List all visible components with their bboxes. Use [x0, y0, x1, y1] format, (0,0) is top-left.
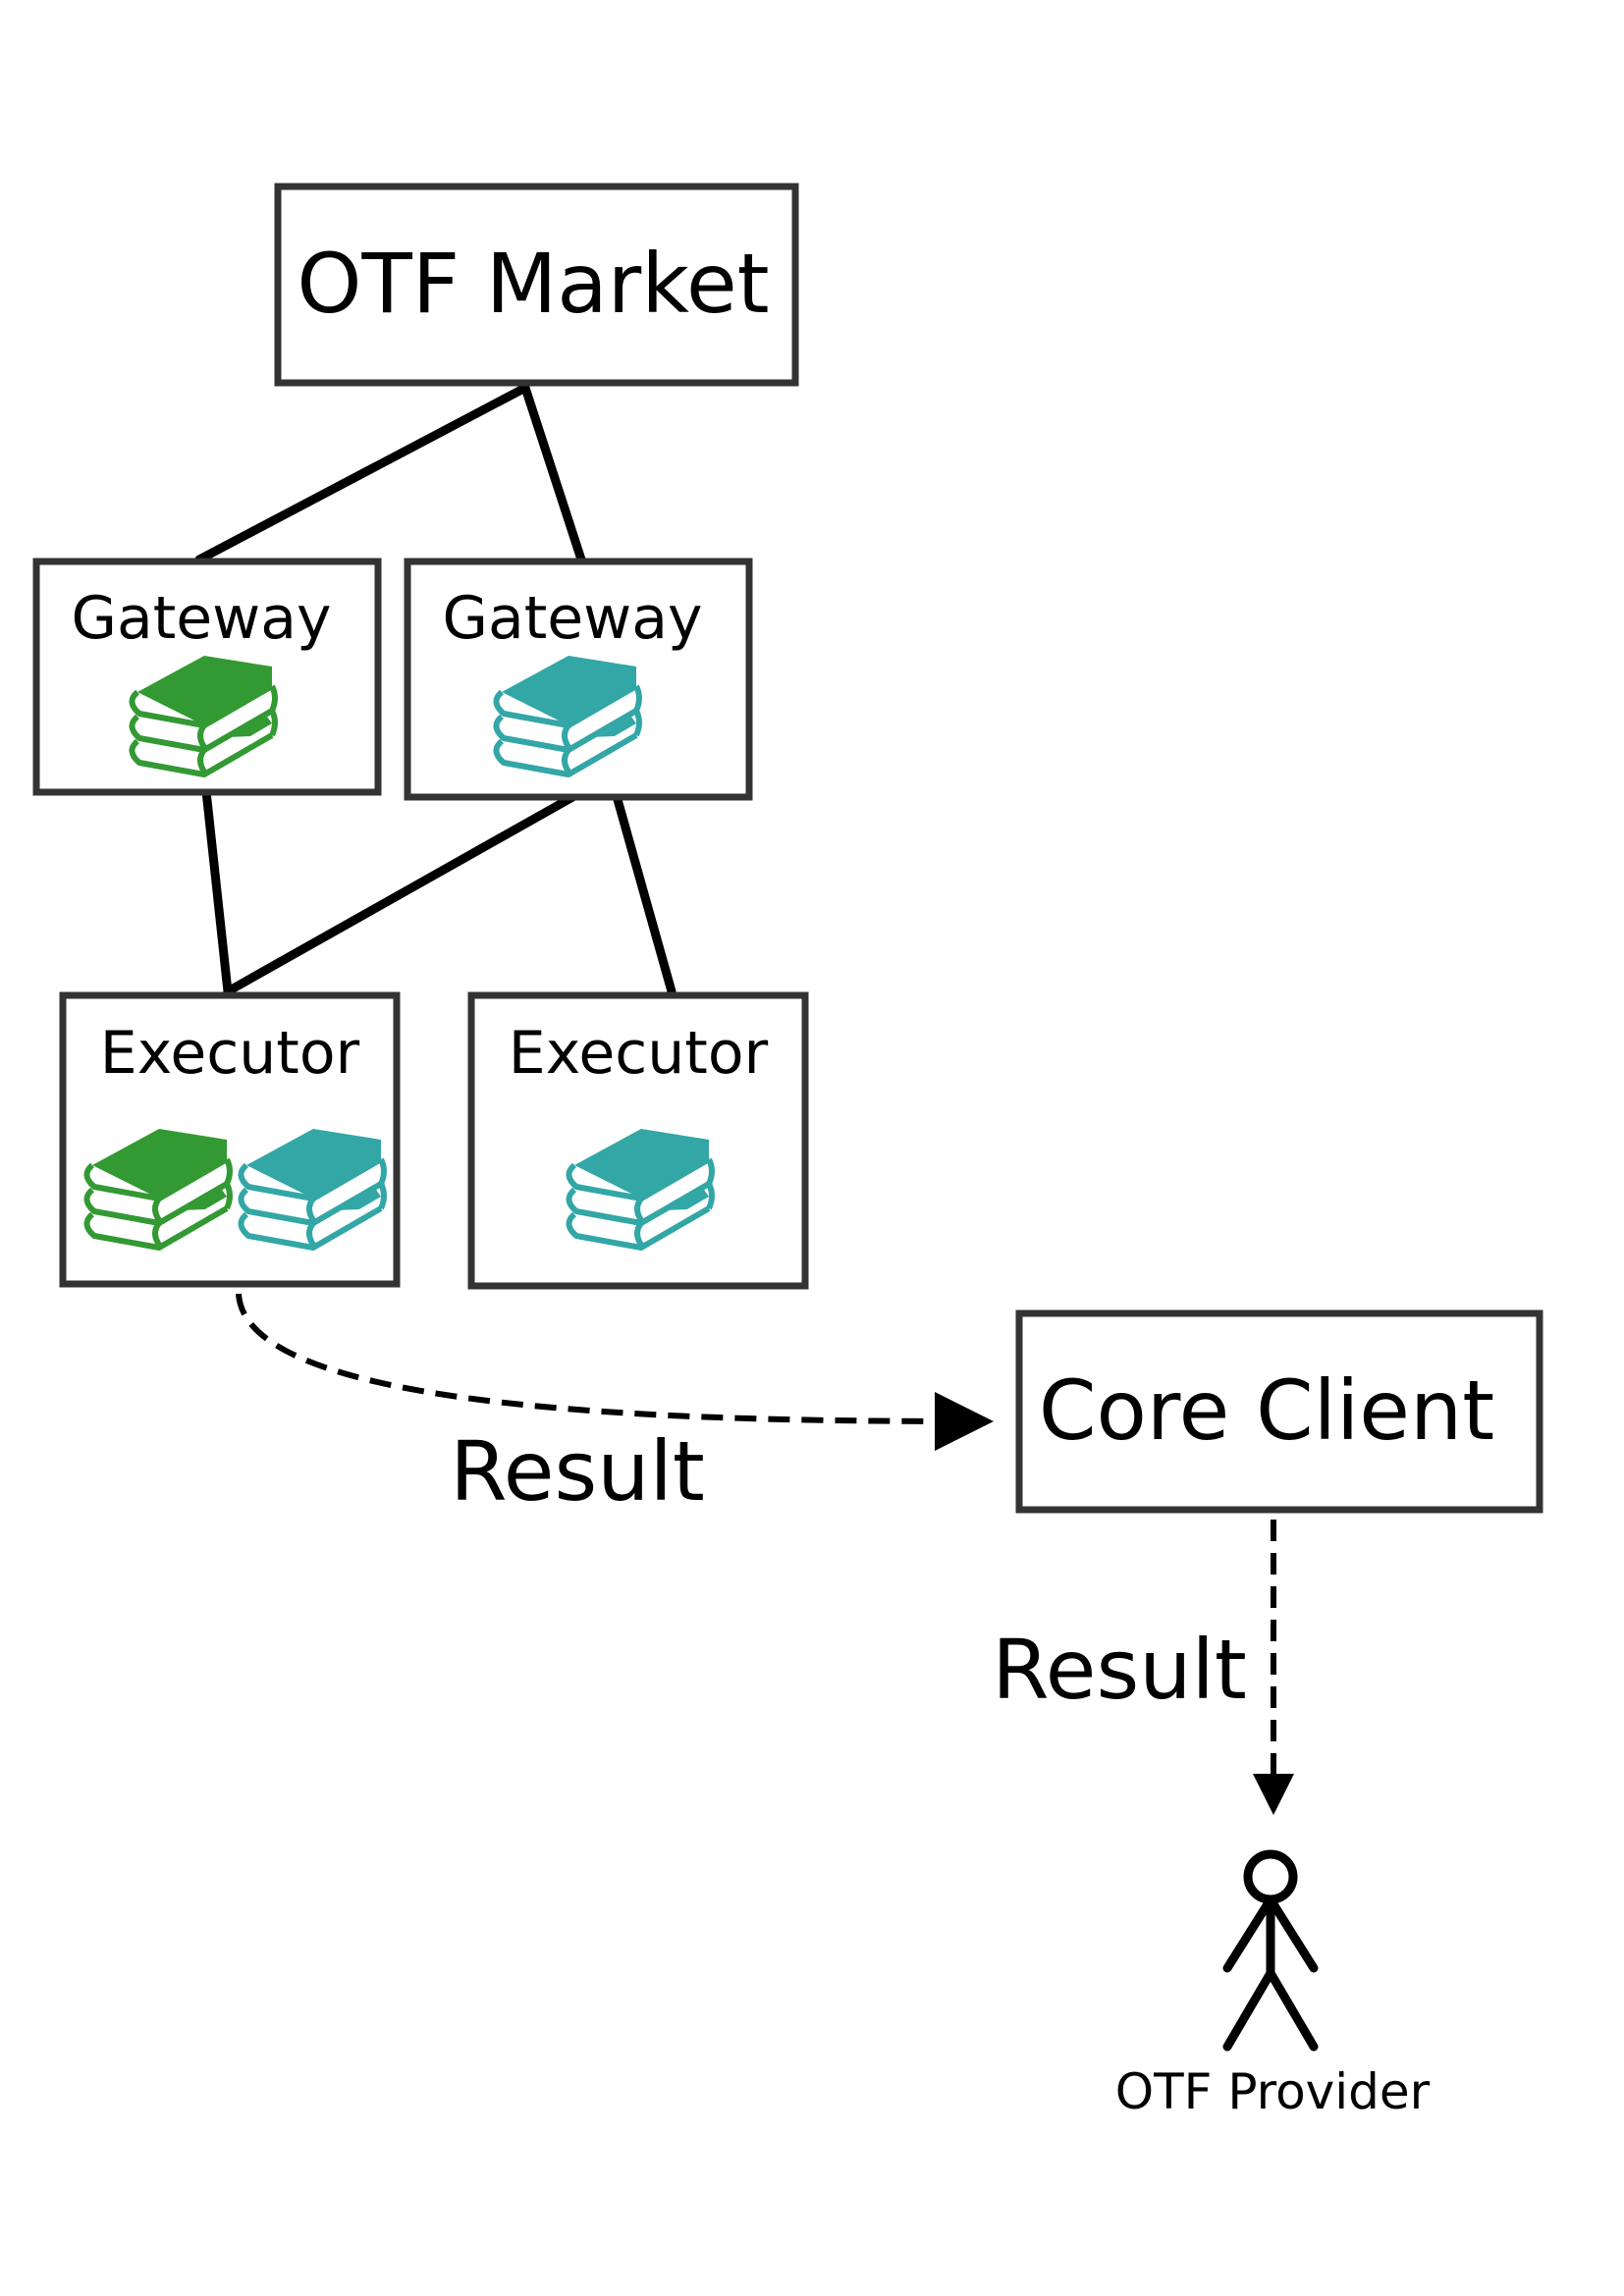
result-label-2: Result: [992, 1622, 1247, 1718]
gateway-label-2: Gateway: [442, 584, 702, 653]
link-market-gateway-1: [194, 383, 530, 564]
core-client-label: Core Client: [1039, 1362, 1494, 1459]
person-actor-icon: [1222, 1849, 1319, 2052]
gateway-label-1: Gateway: [71, 584, 331, 653]
otf-market-node: OTF Market: [274, 183, 799, 387]
core-client-node: Core Client: [1015, 1309, 1543, 1514]
executor-label-2: Executor: [509, 1019, 769, 1088]
result-arrow-executor-to-client: [236, 1293, 994, 1451]
otf-market-box: [274, 183, 799, 387]
otf-provider-label: OTF Provider: [1115, 2063, 1431, 2120]
otf-market-label: OTF Market: [297, 236, 769, 332]
link-gateway-2-executor-2: [612, 791, 677, 996]
link-gateway-1-executor-1: [201, 786, 233, 996]
gateway-node-2: Gateway: [404, 558, 753, 801]
executor-node-1: Executor: [59, 991, 401, 1288]
executor-label-1: Executor: [100, 1019, 360, 1088]
executor-node-2: Executor: [467, 991, 809, 1290]
link-gateway-2-executor-1: [223, 791, 579, 996]
link-market-gateway-2: [520, 383, 586, 564]
gateway-node-1: Gateway: [32, 558, 382, 796]
core-client-box: [1015, 1309, 1543, 1514]
result-label-1: Result: [450, 1423, 705, 1520]
